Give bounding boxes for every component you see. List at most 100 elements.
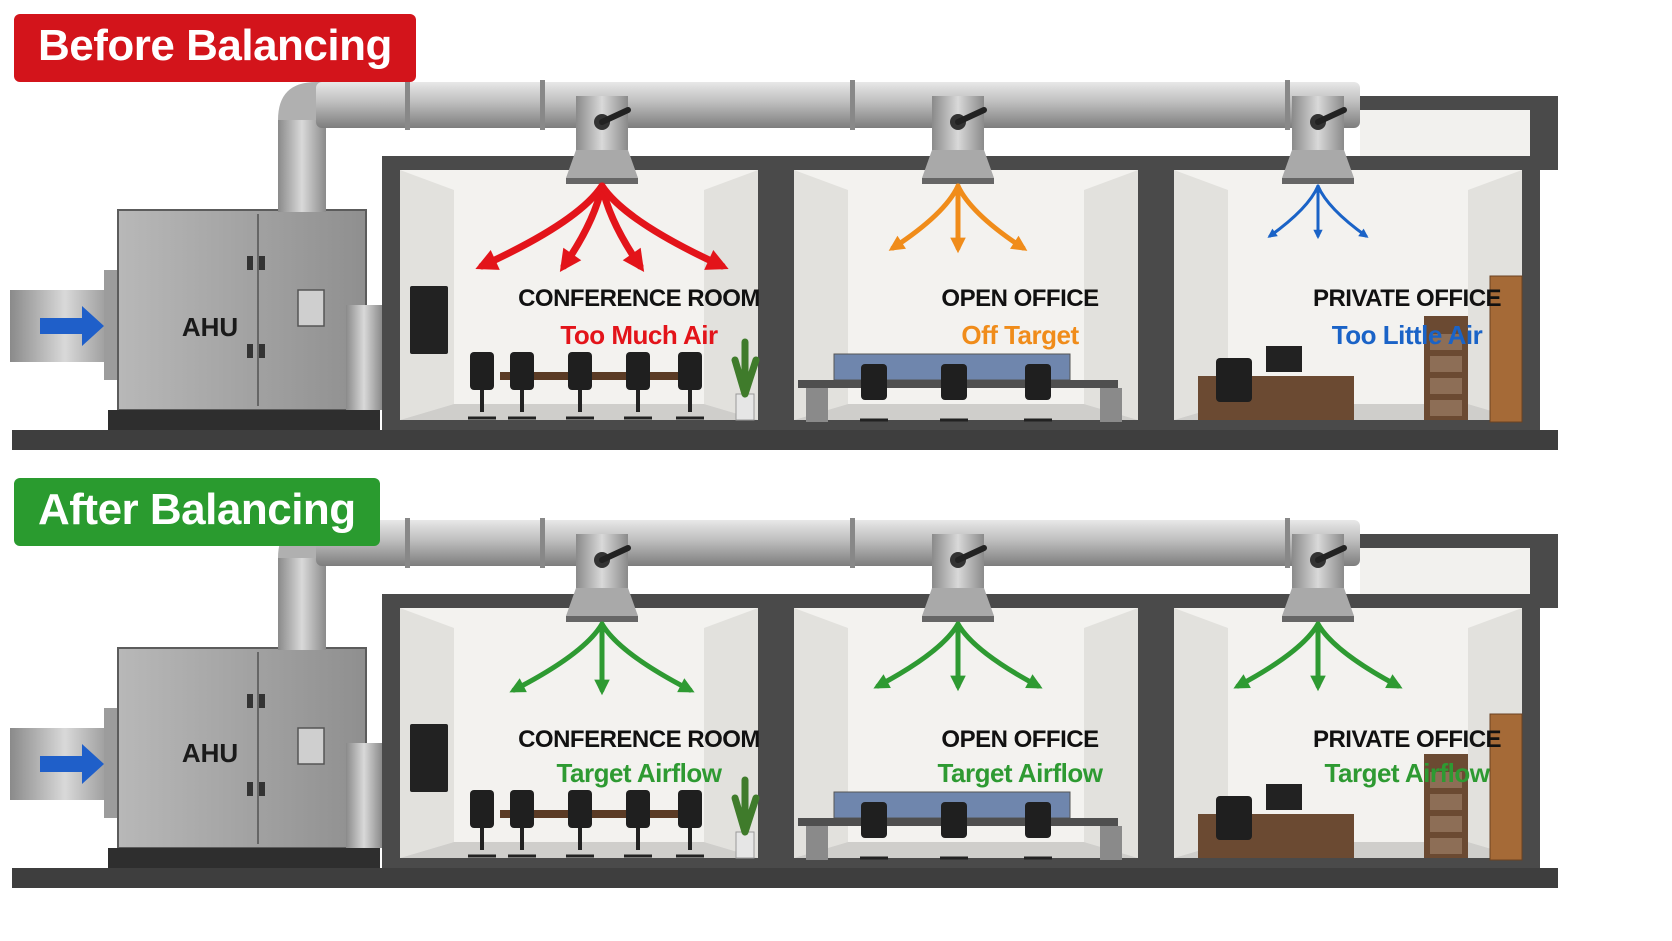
arrowhead bbox=[1358, 228, 1369, 238]
room-status-private-office: Too Little Air bbox=[1331, 320, 1483, 350]
office-chair-icon bbox=[626, 352, 650, 390]
ceiling-diffuser-damper-icon bbox=[922, 150, 994, 178]
room-floor bbox=[794, 404, 1138, 420]
supply-outlet bbox=[346, 743, 382, 848]
damper-handle bbox=[955, 545, 987, 563]
duct-seam bbox=[850, 518, 855, 568]
ceiling-diffuser-damper-icon bbox=[922, 588, 994, 616]
office-chair-icon bbox=[626, 790, 650, 828]
room-status-private-office: Target Airflow bbox=[1324, 758, 1490, 788]
bookshelf-row bbox=[1430, 816, 1462, 832]
diffuser-face bbox=[566, 616, 638, 622]
door-icon bbox=[1489, 713, 1523, 861]
damper-handle bbox=[955, 107, 987, 125]
file-cabinet-icon bbox=[806, 826, 828, 860]
supply-riser bbox=[278, 558, 326, 650]
airflow-arrows-icon bbox=[598, 182, 726, 270]
damper-handle bbox=[599, 107, 631, 125]
chair-stem bbox=[480, 390, 484, 412]
airflow-arrows-icon bbox=[890, 183, 961, 251]
arrowhead bbox=[622, 247, 645, 272]
office-chair-icon bbox=[941, 802, 967, 838]
control-panel-icon bbox=[297, 289, 325, 327]
office-chair-icon bbox=[470, 790, 494, 828]
chair-stem bbox=[520, 828, 524, 850]
diffuser-face bbox=[922, 178, 994, 184]
ahu-latch bbox=[247, 256, 253, 270]
office-chair-icon bbox=[1216, 358, 1252, 402]
room-title-private-office: PRIVATE OFFICE bbox=[1312, 285, 1502, 312]
office-chair-icon bbox=[568, 790, 592, 828]
chair-stem bbox=[578, 390, 582, 412]
office-chair-icon bbox=[510, 790, 534, 828]
ceiling-diffuser-damper-icon bbox=[1282, 150, 1354, 178]
duct-seam bbox=[405, 518, 410, 568]
office-chair-icon bbox=[941, 364, 967, 400]
before-building-scene bbox=[10, 80, 1558, 450]
airflow-arrows-icon bbox=[955, 183, 1026, 251]
bookshelf-row bbox=[1430, 378, 1462, 394]
airflow-arrows-icon bbox=[511, 621, 605, 693]
bookshelf-row bbox=[1430, 838, 1462, 854]
office-chair-icon bbox=[1025, 802, 1051, 838]
ahu-base bbox=[108, 848, 380, 868]
air-handling-unit-icon bbox=[117, 209, 367, 411]
airflow-arrows-icon bbox=[1235, 621, 1321, 689]
plant-icon bbox=[731, 776, 760, 836]
bookshelf-row bbox=[1430, 772, 1462, 788]
file-cabinet-icon bbox=[1100, 826, 1122, 860]
chair-stem bbox=[578, 828, 582, 850]
airflow-arrows-icon bbox=[1316, 184, 1368, 238]
after-balancing-panel: After Balancing AHU CONFERENCE ROOM Targ… bbox=[0, 470, 1672, 940]
roof-post bbox=[1530, 548, 1558, 594]
airflow-arrows-icon bbox=[1315, 621, 1401, 689]
room-side-wall bbox=[1174, 170, 1228, 420]
bookshelf-row bbox=[1430, 794, 1462, 810]
before-balancing-badge: Before Balancing bbox=[14, 14, 416, 82]
damper-handle bbox=[1315, 107, 1347, 125]
arrowhead bbox=[1313, 229, 1323, 240]
arrowhead bbox=[950, 237, 966, 254]
arrowhead bbox=[888, 235, 906, 251]
room-status-conference: Target Airflow bbox=[556, 758, 722, 788]
airflow-arrows-icon bbox=[955, 621, 1041, 689]
damper-handle bbox=[1315, 545, 1347, 563]
supply-riser bbox=[278, 120, 326, 212]
roof-ledge bbox=[1360, 96, 1558, 110]
arrowhead bbox=[509, 678, 527, 693]
duct-seam bbox=[405, 80, 410, 130]
diffuser-face bbox=[1282, 616, 1354, 622]
ahu-latch bbox=[247, 694, 253, 708]
ahu-latch bbox=[259, 782, 265, 796]
arrowhead bbox=[594, 679, 610, 696]
room-side-wall bbox=[1084, 170, 1138, 420]
duct-seam bbox=[850, 80, 855, 130]
arrowhead bbox=[1385, 674, 1403, 689]
duct-seam bbox=[1285, 80, 1290, 130]
arrowhead bbox=[1233, 674, 1251, 689]
ahu-label: AHU bbox=[181, 312, 239, 342]
file-cabinet-icon bbox=[806, 388, 828, 422]
room-title-conference: CONFERENCE ROOM bbox=[518, 726, 760, 753]
control-panel-icon bbox=[297, 727, 325, 765]
airflow-arrows-icon bbox=[599, 621, 693, 693]
roof-ledge bbox=[1360, 534, 1558, 548]
arrowhead bbox=[1310, 675, 1326, 692]
arrowhead bbox=[873, 674, 891, 689]
ahu-latch bbox=[259, 344, 265, 358]
diffuser-face bbox=[566, 178, 638, 184]
arrowhead bbox=[950, 675, 966, 692]
office-chair-icon bbox=[1025, 364, 1051, 400]
room-title-conference: CONFERENCE ROOM bbox=[518, 285, 760, 312]
file-cabinet-icon bbox=[1100, 388, 1122, 422]
supply-air-arrow-icon bbox=[40, 306, 104, 346]
arrowhead bbox=[1025, 674, 1043, 689]
supply-duct-icon bbox=[316, 520, 1360, 566]
office-chair-icon bbox=[678, 790, 702, 828]
ceiling-diffuser-damper-icon bbox=[566, 588, 638, 616]
duct-seam bbox=[540, 80, 545, 130]
supply-duct-icon bbox=[316, 82, 1360, 128]
plant-pot-icon bbox=[735, 831, 755, 859]
arrowhead bbox=[475, 250, 500, 270]
duct-seam bbox=[1285, 518, 1290, 568]
